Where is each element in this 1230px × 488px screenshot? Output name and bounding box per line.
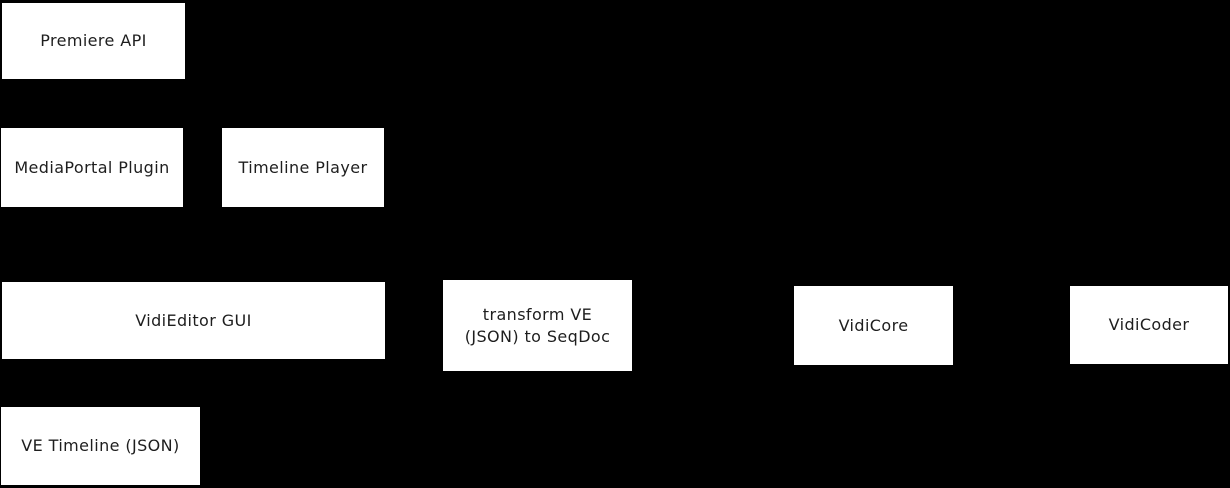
node-timeline-player: Timeline Player	[222, 128, 384, 207]
node-mediaportal-plugin: MediaPortal Plugin	[1, 128, 183, 207]
node-vidicoder: VidiCoder	[1070, 286, 1228, 364]
node-premiere-api: Premiere API	[2, 3, 185, 79]
node-vidieditor-gui: VidiEditor GUI	[2, 282, 385, 359]
node-vidicore: VidiCore	[794, 286, 953, 365]
node-ve-timeline-json: VE Timeline (JSON)	[1, 407, 200, 485]
node-transform-ve-json-to-seqdoc: transform VE (JSON) to SeqDoc	[443, 280, 632, 371]
